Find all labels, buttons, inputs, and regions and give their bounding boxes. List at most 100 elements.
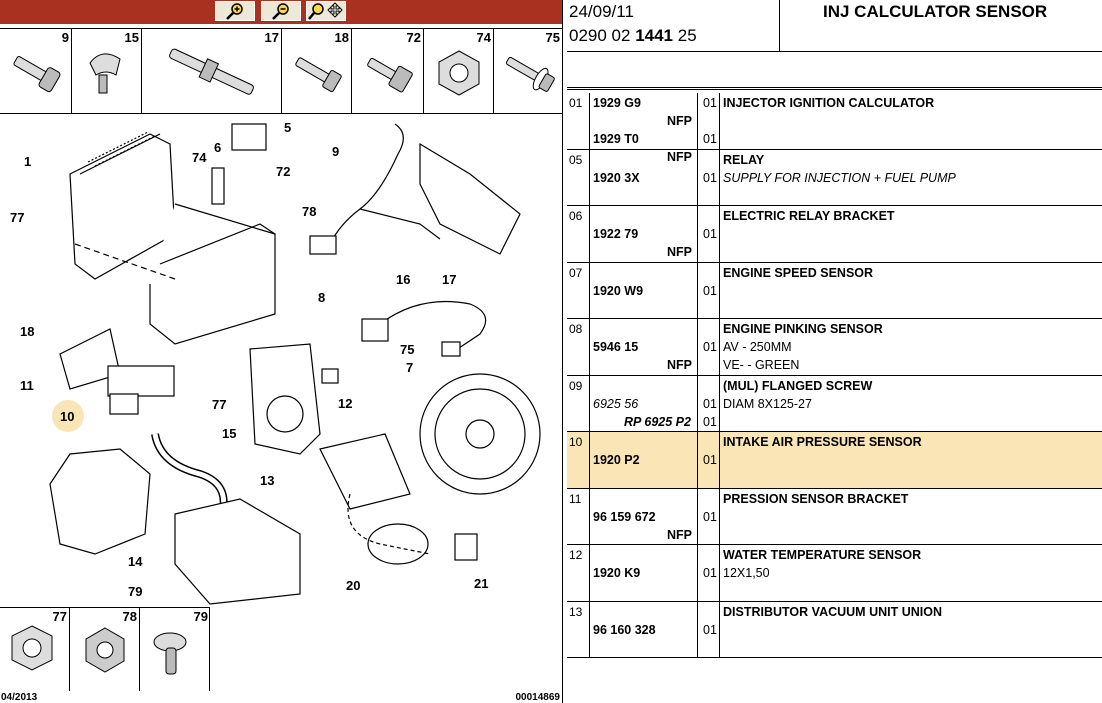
part-number: 1920 W9 xyxy=(593,283,644,298)
column-divider xyxy=(697,545,698,601)
callout[interactable]: 16 xyxy=(396,272,410,287)
part-note: 12X1,50 xyxy=(723,566,770,580)
hex-nut-icon xyxy=(85,627,125,673)
callout[interactable]: 72 xyxy=(276,164,290,179)
callout[interactable]: 9 xyxy=(332,144,339,159)
part-description: DISTRIBUTOR VACUUM UNIT UNION xyxy=(723,604,942,619)
exploded-parts-diagram: 1 77 74 6 5 72 9 78 8 16 17 18 11 10 77 … xyxy=(10,120,541,605)
parts-list-panel: 24/09/11 0290 02 1441 25 INJ CALCULATOR … xyxy=(567,0,1102,703)
callout[interactable]: 18 xyxy=(20,324,34,339)
nfp-flag: NFP xyxy=(667,245,692,259)
parts-row[interactable]: 13 DISTRIBUTOR VACUUM UNIT UNION 96 160 32… xyxy=(567,601,1102,658)
part-description: ENGINE PINKING SENSOR xyxy=(723,322,883,336)
callout[interactable]: 77 xyxy=(10,210,24,225)
callout[interactable]: 11 xyxy=(20,378,34,393)
callout[interactable]: 6 xyxy=(214,140,221,155)
quantity: 01 xyxy=(703,227,717,241)
thumb-cell[interactable]: 17 xyxy=(142,29,282,113)
thumb-number: 74 xyxy=(476,30,491,45)
thumb-cell[interactable]: 75 xyxy=(494,29,562,113)
part-description: WATER TEMPERATURE SENSOR xyxy=(723,548,922,562)
thumb-cell[interactable]: 72 xyxy=(352,29,424,113)
list-subheader xyxy=(567,52,1102,90)
callout[interactable]: 5 xyxy=(284,120,291,135)
highlight-10 xyxy=(52,400,84,432)
part-description: ELECTRIC RELAY BRACKET xyxy=(723,209,895,223)
callout[interactable]: 17 xyxy=(442,272,456,287)
quantity: 01 xyxy=(703,509,717,524)
callout[interactable]: 14 xyxy=(128,554,143,569)
nfp-flag: NFP xyxy=(667,358,692,372)
panel-divider[interactable] xyxy=(562,0,567,703)
thumb-cell[interactable]: 18 xyxy=(282,29,352,113)
part-description: PRESSION SENSOR BRACKET xyxy=(723,491,909,506)
part-note: SUPPLY FOR INJECTION + FUEL PUMP xyxy=(723,170,956,185)
column-divider xyxy=(697,488,698,544)
thumb-number: 75 xyxy=(545,30,560,45)
callout[interactable]: 75 xyxy=(400,342,414,357)
ref-suffix: 25 xyxy=(673,26,697,45)
hex-bolt-icon xyxy=(295,57,342,93)
callout[interactable]: 7 xyxy=(406,360,413,375)
zoom-in-icon xyxy=(226,3,243,20)
thumb-cell[interactable]: 9 xyxy=(0,29,72,113)
thumb-cell[interactable]: 79 xyxy=(140,608,210,691)
column-divider xyxy=(719,432,720,488)
list-header: 24/09/11 0290 02 1441 25 INJ CALCULATOR … xyxy=(567,0,1102,52)
column-divider xyxy=(719,319,720,375)
callout[interactable]: 21 xyxy=(474,576,488,591)
part-description: INTAKE AIR PRESSURE SENSOR xyxy=(723,435,922,449)
thumb-cell[interactable]: 74 xyxy=(424,29,494,113)
zoom-move-icon xyxy=(308,2,343,20)
callout[interactable]: 8 xyxy=(318,290,325,305)
quantity: 01 xyxy=(703,453,717,467)
stud-bolt-icon xyxy=(169,48,254,95)
zoom-move-button[interactable] xyxy=(306,1,346,21)
column-divider xyxy=(719,149,720,205)
part-description: INJECTOR IGNITION CALCULATOR xyxy=(723,96,935,110)
row-number: 13 xyxy=(569,604,583,619)
parts-diagram-panel: 9 15 17 18 72 74 75 xyxy=(0,0,562,703)
ref-bold: 1441 xyxy=(635,26,674,45)
flanged-nut-icon xyxy=(438,50,480,96)
zoom-out-button[interactable] xyxy=(261,1,301,21)
zoom-in-button[interactable] xyxy=(215,1,255,21)
row-number: 10 xyxy=(569,435,583,449)
callout[interactable]: 13 xyxy=(260,473,274,488)
quantity: 01 xyxy=(703,566,717,580)
column-divider xyxy=(697,601,698,657)
row-number: 05 xyxy=(569,152,583,167)
nfp-flag: NFP xyxy=(667,114,692,128)
part-description: RELAY xyxy=(723,152,765,167)
part-number: 96 159 672 xyxy=(593,509,656,524)
callout[interactable]: 12 xyxy=(338,396,352,411)
callout[interactable]: 77 xyxy=(212,397,226,412)
callout[interactable]: 78 xyxy=(302,204,316,219)
callout[interactable]: 20 xyxy=(346,578,360,593)
callout[interactable]: 74 xyxy=(192,150,207,165)
callout[interactable]: 1 xyxy=(24,154,31,169)
callout[interactable]: 79 xyxy=(128,584,142,599)
thumb-cell[interactable]: 78 xyxy=(70,608,140,691)
part-number: 96 160 328 xyxy=(593,622,656,637)
callout[interactable]: 15 xyxy=(222,426,236,441)
thumb-cell[interactable]: 77 xyxy=(0,608,70,691)
part-description: ENGINE SPEED SENSOR xyxy=(723,265,874,280)
thumb-cell[interactable]: 15 xyxy=(72,29,142,113)
part-number: 1922 79 xyxy=(593,227,639,241)
quantity: 01 xyxy=(703,414,717,429)
quantity: 01 xyxy=(703,396,717,411)
column-divider xyxy=(697,206,698,262)
ref-prefix: 0290 02 xyxy=(569,26,636,45)
callout-selected[interactable]: 10 xyxy=(60,409,74,424)
